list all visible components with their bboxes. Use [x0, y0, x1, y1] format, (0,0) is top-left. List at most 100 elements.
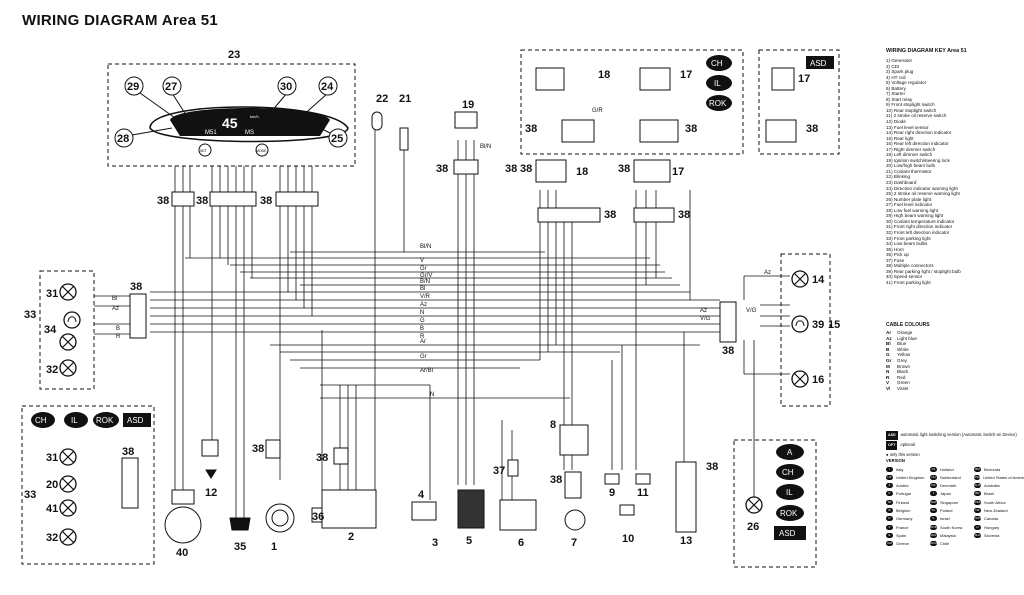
label-9: 9: [609, 487, 615, 499]
version-code: USA: [974, 474, 981, 480]
cable-colour-name: Blue: [897, 341, 907, 347]
wl-az3: Az: [764, 270, 771, 276]
version-code: BM: [974, 466, 981, 472]
key-item: 31) Front right direction indicator: [886, 224, 953, 230]
badge-asd: ASD: [810, 59, 827, 68]
key-item: 35) Horn: [886, 246, 904, 252]
cable-colour-name: Grey: [897, 357, 907, 363]
note-text: optional: [900, 442, 916, 447]
version-name: Slovenia: [984, 532, 1000, 538]
label-38-j: 38: [130, 281, 142, 293]
label-11: 11: [637, 487, 649, 499]
label-12: 12: [205, 487, 217, 499]
label-2: 2: [348, 531, 354, 543]
label-8: 8: [550, 419, 556, 431]
dash-mode-button[interactable]: [255, 143, 269, 157]
key-item: 18) Left dimmer switch: [886, 152, 933, 158]
label-17c: 17: [798, 73, 810, 85]
dash-mode-label: MODE: [256, 149, 267, 153]
label-18a: 18: [598, 69, 610, 81]
version-code: P: [886, 491, 893, 497]
key-item: 21) Coolant thermistor: [886, 168, 932, 174]
wl-az4: Az: [112, 306, 119, 312]
version-code: IL: [930, 516, 937, 522]
cable-colour-code: N: [886, 369, 890, 375]
version-title: VERSION: [886, 458, 905, 463]
note-tag: ASD: [886, 431, 898, 440]
wl-bl2: Bl: [112, 296, 117, 302]
version-code: PL: [930, 507, 937, 513]
cable-colour-name: Orange: [897, 330, 913, 335]
badge-rear-a: A: [787, 448, 793, 457]
key-item: 41) Front parking light: [886, 279, 931, 285]
wl-arbl: Ar/Bl: [420, 368, 433, 374]
wl-r2: R: [116, 334, 121, 340]
key-item: 11) 2 stroke oil reserve switch: [886, 113, 947, 119]
cable-colour-name: Yellow: [897, 352, 911, 358]
label-38-l: 38: [122, 446, 134, 458]
wire-labels: Bl/N V Gr Gr/V B/N Bl V/R Az N G B R Ar …: [112, 108, 771, 398]
key-title: WIRING DIAGRAM KEY Area 51: [886, 48, 967, 54]
blinker-22: [371, 111, 383, 131]
version-name: Israel: [940, 516, 950, 522]
key-item: 27) Fuel level indicator: [886, 202, 933, 208]
dash-main-readout: 45: [222, 115, 238, 131]
key-item: 2) CDI: [886, 63, 900, 69]
component-numbers: 23 29 27 30 24 28 25 22 21 19 18 17 17 1…: [24, 49, 840, 559]
wl-gn: G/R: [592, 108, 603, 114]
label-10: 10: [622, 533, 634, 545]
version-code: J: [930, 491, 937, 497]
version-code: DK: [930, 483, 937, 489]
pickup-36: [311, 507, 323, 523]
version-code: F: [886, 524, 893, 530]
dash-small-readout: M51: [205, 130, 217, 136]
badge-rear-asd: ASD: [779, 529, 796, 538]
badge-rear-ch: CH: [782, 468, 794, 477]
version-name: Italy: [896, 466, 904, 472]
version-code: GR: [886, 541, 893, 547]
badge-left-asd: ASD: [127, 416, 144, 425]
thermistor-21: [399, 127, 409, 151]
key-item: 13) Fuel level sensor: [886, 124, 929, 130]
cable-colour-code: B: [886, 346, 890, 352]
version-code: SGP: [930, 499, 937, 505]
lamp-34: [59, 333, 77, 351]
lamp-16: [791, 370, 809, 388]
version-code: CDN: [974, 516, 981, 522]
dash-set-button[interactable]: [198, 143, 212, 157]
label-38-g: 38: [618, 163, 630, 175]
label-33b: 33: [24, 489, 36, 501]
label-18b: 18: [576, 166, 588, 178]
wl-gr2: Gr: [420, 354, 427, 360]
key-item: 30) Coolant temperature indicator: [886, 218, 955, 224]
version-item: [974, 541, 1018, 547]
badges-left: CH IL ROK ASD: [31, 412, 151, 428]
front-stop-switch-9: [604, 473, 620, 485]
badge-left-il: IL: [71, 416, 78, 425]
version-name: Malaysia: [940, 532, 956, 538]
label-17a: 17: [680, 69, 692, 81]
cable-colour-code: G: [886, 352, 890, 358]
key-item: 16) Rear left direction indicator: [886, 141, 949, 147]
label-37: 37: [493, 465, 505, 477]
wl-g: G: [420, 318, 425, 324]
horn-35: [229, 517, 251, 531]
rear-stop-switch-10: [619, 504, 635, 516]
